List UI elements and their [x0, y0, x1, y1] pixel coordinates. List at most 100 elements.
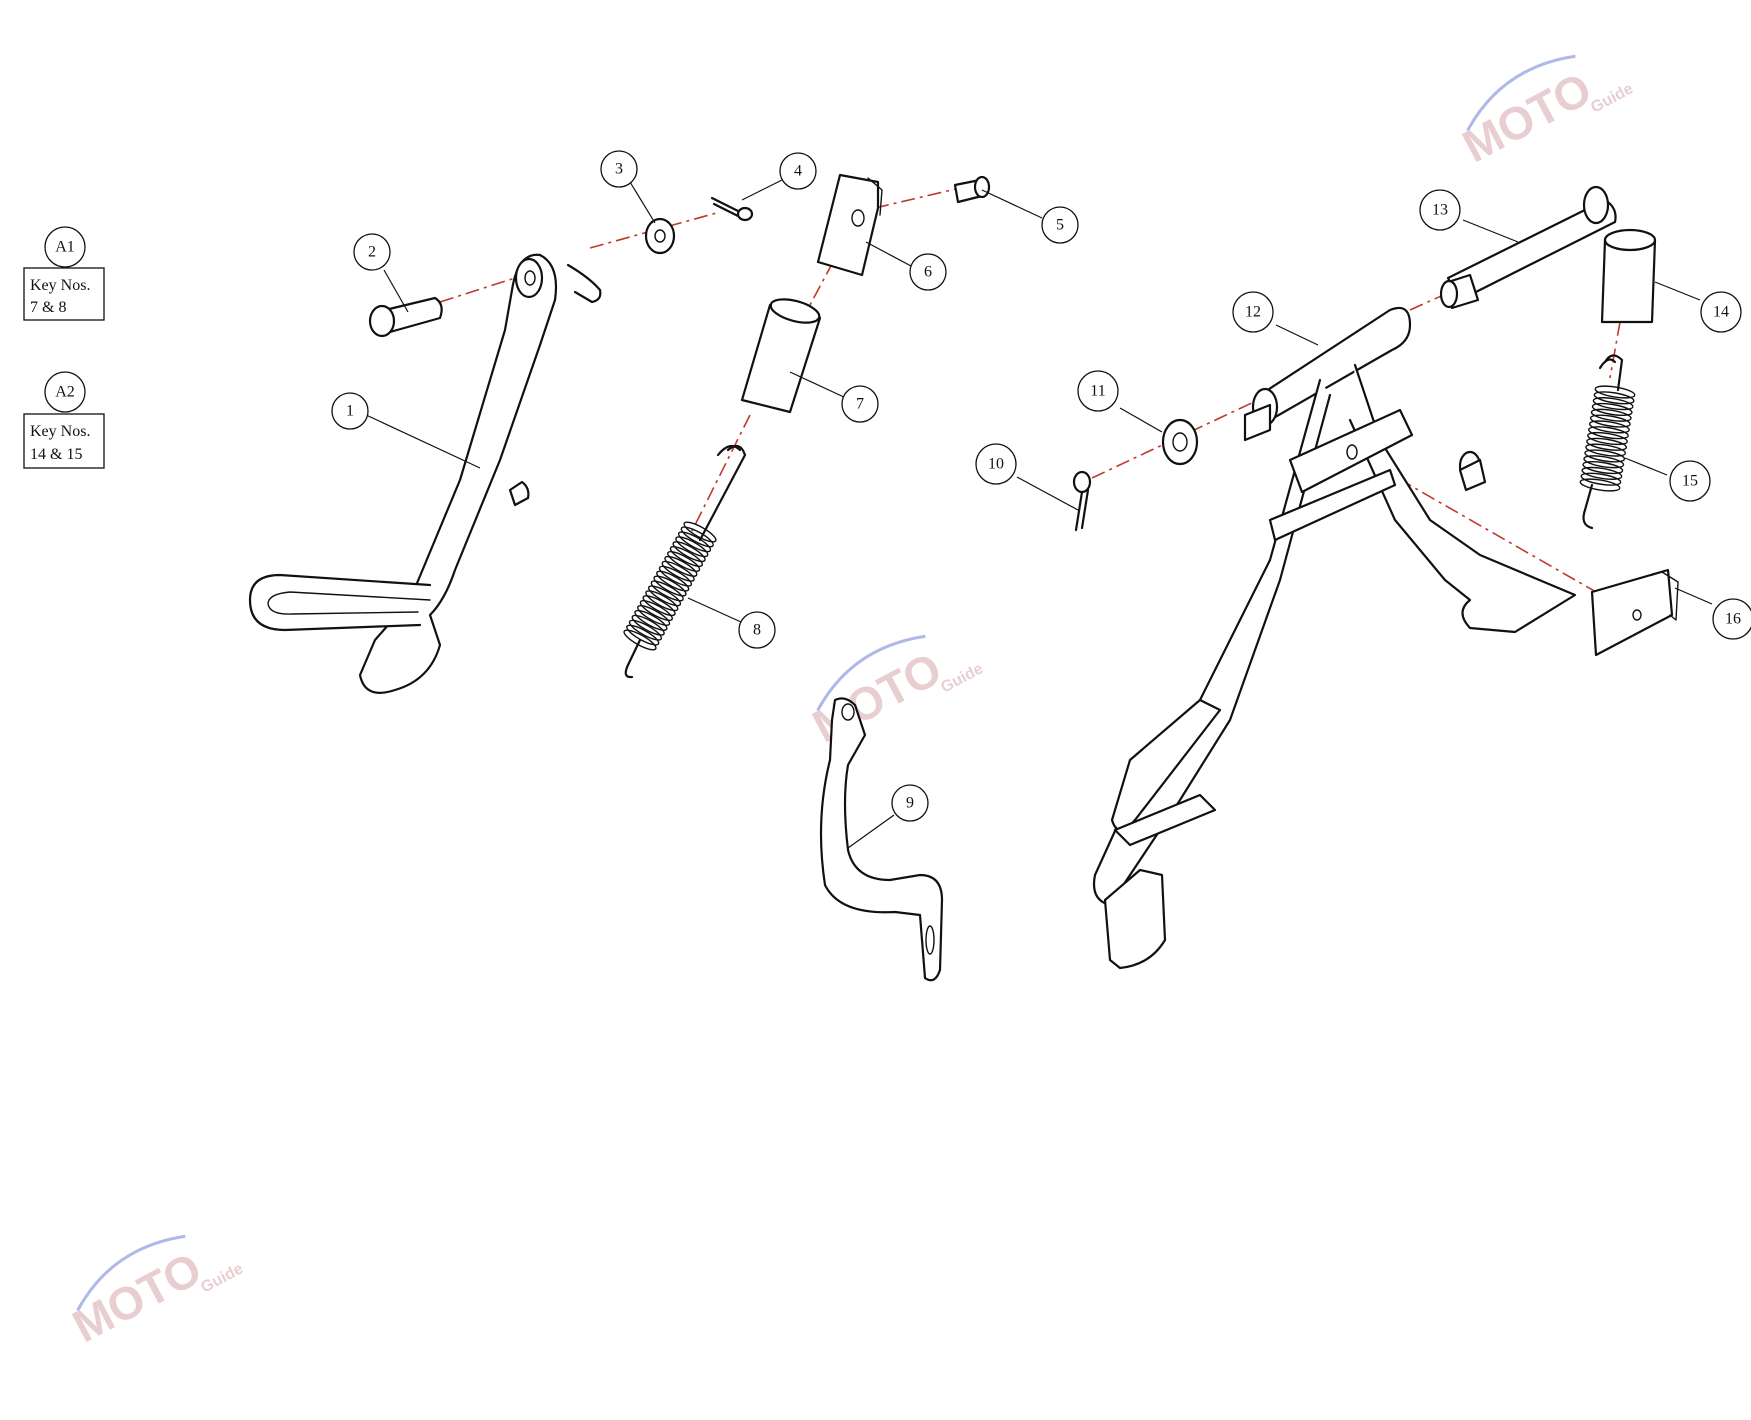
callout-5: 5	[1041, 206, 1079, 244]
callout-7: 7	[841, 385, 879, 423]
key-group-a2: A2 Key Nos. 14 & 15	[23, 371, 105, 469]
spring-coil	[1581, 466, 1623, 480]
key-group-a1-line2: 7 & 8	[30, 299, 66, 316]
spring-part-15	[1579, 354, 1636, 530]
callout-1: 1	[331, 392, 369, 430]
spring-coil	[1583, 455, 1625, 469]
svg-text:14: 14	[1713, 304, 1729, 321]
svg-text:7: 7	[856, 396, 864, 413]
svg-text:2: 2	[368, 244, 376, 261]
watermark-bottom-left: MOTO Guide	[64, 1234, 246, 1352]
spring-coil	[675, 536, 709, 558]
key-group-a2-line2: 14 & 15	[30, 446, 82, 463]
svg-text:13: 13	[1432, 202, 1448, 219]
svg-text:12: 12	[1245, 304, 1261, 321]
callout-12: 12	[1232, 291, 1274, 333]
spring-coil	[1579, 478, 1621, 492]
key-group-a2-circle: A2	[44, 371, 86, 413]
spring-coil	[1586, 437, 1628, 451]
callout-11: 11	[1077, 370, 1119, 412]
pivot-bolt-part-13	[1439, 185, 1617, 310]
callout-4: 4	[779, 152, 817, 190]
svg-text:11: 11	[1090, 383, 1105, 400]
spring-coil	[664, 555, 698, 577]
watermark-text: MOTO	[804, 642, 950, 752]
washer-part-3	[644, 217, 676, 255]
svg-text:9: 9	[906, 795, 914, 812]
bracket-plate-part-6	[816, 173, 883, 277]
callout-13: 13	[1419, 189, 1461, 231]
spring-coil	[1580, 472, 1622, 486]
spring-coil	[642, 595, 676, 617]
callout-9: 9	[891, 784, 929, 822]
key-group-a1: A1 Key Nos. 7 & 8	[23, 226, 105, 321]
spring-coil	[645, 590, 679, 612]
plate-part-16	[1590, 568, 1679, 657]
callout-6: 6	[909, 253, 947, 291]
clevis-pin-part-2	[368, 296, 443, 338]
spring-coil	[631, 614, 665, 636]
watermark-subtext: Guide	[1588, 80, 1636, 116]
svg-text:3: 3	[615, 161, 623, 178]
watermark-subtext: Guide	[198, 1260, 246, 1296]
spring-coil	[1590, 408, 1632, 422]
callout-2: 2	[353, 233, 391, 271]
spring-coil	[1589, 414, 1631, 428]
callout-14: 14	[1700, 291, 1742, 333]
spring-coil	[1587, 431, 1628, 446]
svg-text:15: 15	[1682, 473, 1698, 490]
sleeve-tube-part-7	[740, 298, 822, 414]
spring-part-8	[623, 444, 747, 679]
spring-coil	[1594, 385, 1636, 399]
svg-text:A1: A1	[55, 239, 75, 256]
spring-coil	[1582, 460, 1624, 475]
spring-coil	[639, 600, 673, 622]
key-group-a1-circle: A1	[44, 226, 86, 268]
spring-coil	[656, 570, 690, 592]
centre-stand-part-12	[1092, 306, 1577, 970]
svg-text:A2: A2	[55, 384, 75, 401]
washer-part-11	[1161, 418, 1199, 466]
watermark-text: MOTO	[64, 1242, 210, 1352]
split-pin-part-10	[1072, 470, 1092, 532]
spring-coil	[634, 609, 668, 631]
watermark-text: MOTO	[1454, 62, 1600, 172]
spring-coil	[1585, 443, 1627, 457]
spring-coil	[647, 585, 682, 607]
spring-coil	[669, 546, 703, 568]
spring-coil	[1584, 449, 1626, 463]
watermark-top-right: MOTO Guide	[1454, 54, 1636, 172]
spring-coil	[677, 531, 712, 553]
callout-3: 3	[600, 150, 638, 188]
svg-text:10: 10	[988, 456, 1004, 473]
spring-coil	[1588, 420, 1630, 434]
svg-text:1: 1	[346, 403, 354, 420]
bolt-part-5	[953, 175, 991, 204]
callout-10: 10	[975, 443, 1017, 485]
spring-coil	[667, 550, 701, 572]
bracket-rod-part-9	[819, 697, 944, 982]
svg-text:16: 16	[1725, 611, 1741, 628]
spring-coil	[1593, 391, 1635, 405]
svg-text:8: 8	[753, 622, 761, 639]
spring-coil	[672, 541, 706, 563]
callouts: 1 2 3 4 5 6 7 8 9 10 11 12 13 14 15 16	[331, 150, 1751, 822]
spring-coil	[661, 560, 695, 582]
key-group-a2-line1: Key Nos.	[30, 423, 90, 440]
spring-coil	[653, 575, 687, 597]
spring-coil	[1587, 426, 1629, 440]
spring-coil	[637, 604, 671, 626]
callout-16: 16	[1712, 598, 1751, 640]
svg-text:4: 4	[794, 163, 802, 180]
spring-coil	[1591, 402, 1633, 417]
spring-coil	[650, 580, 684, 602]
side-stand-part-1	[248, 253, 602, 694]
split-pin-part-4	[710, 196, 754, 222]
key-group-a1-line1: Key Nos.	[30, 277, 90, 294]
spring-coil	[628, 619, 663, 641]
spring-coil	[1592, 397, 1634, 411]
svg-text:5: 5	[1056, 217, 1064, 234]
callout-8: 8	[738, 611, 776, 649]
watermark-center: MOTO Guide	[804, 634, 986, 752]
